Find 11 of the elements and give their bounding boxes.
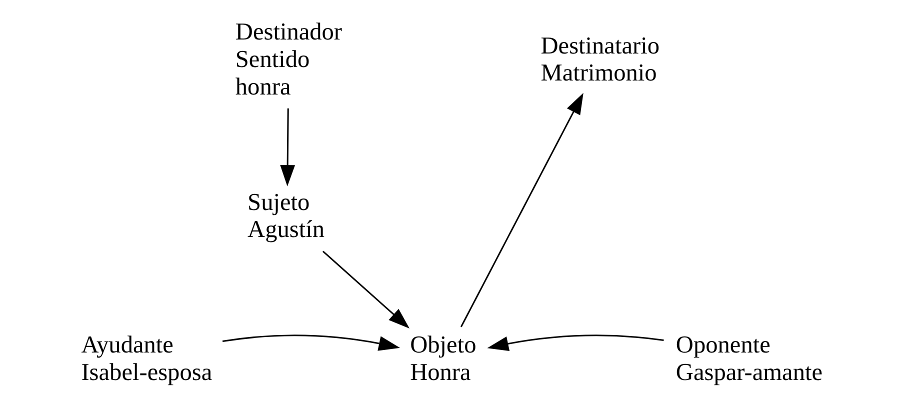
arrow <box>487 334 664 352</box>
node-text: Destinatario Matrimonio <box>540 32 660 87</box>
node-text: Destinador Sentido honra <box>235 18 342 100</box>
node-text: Objeto Honra <box>410 332 476 386</box>
node-text: Ayudante Isabel-esposa <box>81 332 212 386</box>
arrow <box>460 92 584 328</box>
arrow <box>222 334 400 351</box>
node-text: Sujeto Agustín <box>248 188 325 244</box>
node-text: Oponente Gaspar-amante <box>676 332 823 386</box>
arrow <box>322 250 410 329</box>
arrow <box>280 108 296 186</box>
